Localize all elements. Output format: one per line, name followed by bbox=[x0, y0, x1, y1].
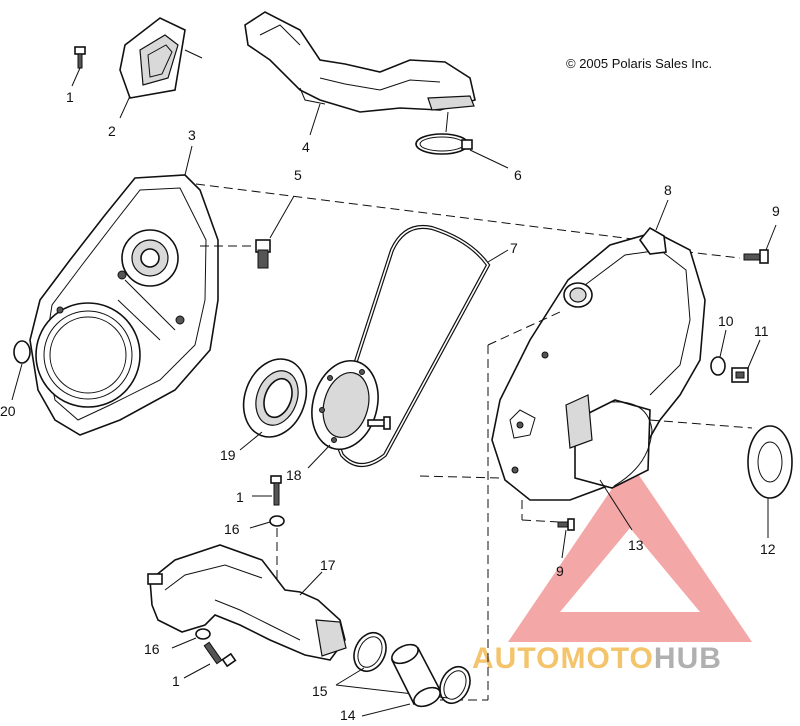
callout-15: 15 bbox=[312, 683, 328, 699]
watermark-text-hub: HUB bbox=[654, 642, 722, 675]
part-seal-disc-12 bbox=[747, 425, 793, 499]
callout-9-upper: 9 bbox=[772, 203, 780, 219]
part-hose-clamps-15 bbox=[353, 631, 471, 705]
part-seal-ring-19 bbox=[242, 358, 308, 438]
part-intake-duct bbox=[244, 11, 476, 113]
part-screw-9-upper bbox=[743, 249, 769, 264]
part-intake-boot bbox=[119, 17, 186, 99]
callout-12: 12 bbox=[760, 541, 776, 557]
callout-16-upper: 16 bbox=[224, 521, 240, 537]
part-outlet-duct bbox=[147, 544, 347, 661]
callout-1-top: 1 bbox=[66, 89, 74, 105]
part-washer-16-upper bbox=[269, 515, 285, 527]
callout-1-bottom: 1 bbox=[172, 673, 180, 689]
part-hose-clamp-6 bbox=[415, 133, 473, 155]
callout-19: 19 bbox=[220, 447, 236, 463]
callout-9-lower: 9 bbox=[556, 563, 564, 579]
callout-3: 3 bbox=[188, 127, 196, 143]
part-bolt-middle bbox=[270, 475, 282, 506]
part-bolt-5 bbox=[255, 239, 271, 269]
callout-16-lower: 16 bbox=[144, 641, 160, 657]
callout-6: 6 bbox=[514, 167, 522, 183]
callout-13: 13 bbox=[628, 537, 644, 553]
part-seal-20 bbox=[13, 340, 31, 364]
callout-18: 18 bbox=[286, 467, 302, 483]
watermark-logo: AUTOMOTOHUB bbox=[472, 462, 752, 675]
part-coupler-14 bbox=[390, 643, 442, 708]
svg-text:AUTOMOTOHUB: AUTOMOTOHUB bbox=[472, 642, 722, 675]
part-bolt-bottom bbox=[203, 641, 237, 668]
part-outer-clutch-cover bbox=[491, 226, 706, 501]
callout-2: 2 bbox=[108, 123, 116, 139]
callout-8: 8 bbox=[664, 182, 672, 198]
callout-5: 5 bbox=[294, 167, 302, 183]
watermark-triangle-icon bbox=[508, 462, 752, 642]
part-washer-16-lower bbox=[195, 628, 211, 640]
callout-1-middle: 1 bbox=[236, 489, 244, 505]
callout-17: 17 bbox=[320, 557, 336, 573]
callout-11: 11 bbox=[754, 323, 769, 339]
callout-10: 10 bbox=[718, 313, 734, 329]
callout-20: 20 bbox=[0, 403, 16, 419]
callout-7: 7 bbox=[510, 240, 518, 256]
part-gasket-plate-18 bbox=[311, 359, 391, 451]
part-plug-11 bbox=[731, 367, 749, 383]
callout-14: 14 bbox=[340, 707, 356, 721]
callout-4: 4 bbox=[302, 139, 310, 155]
part-washer-10 bbox=[710, 356, 726, 376]
copyright-text: © 2005 Polaris Sales Inc. bbox=[566, 56, 712, 71]
watermark-text-automoto: AUTOMOTO bbox=[472, 642, 654, 675]
part-bolt-top bbox=[74, 46, 86, 69]
part-inner-clutch-cover bbox=[29, 174, 219, 436]
part-screw-9-lower bbox=[557, 518, 575, 531]
